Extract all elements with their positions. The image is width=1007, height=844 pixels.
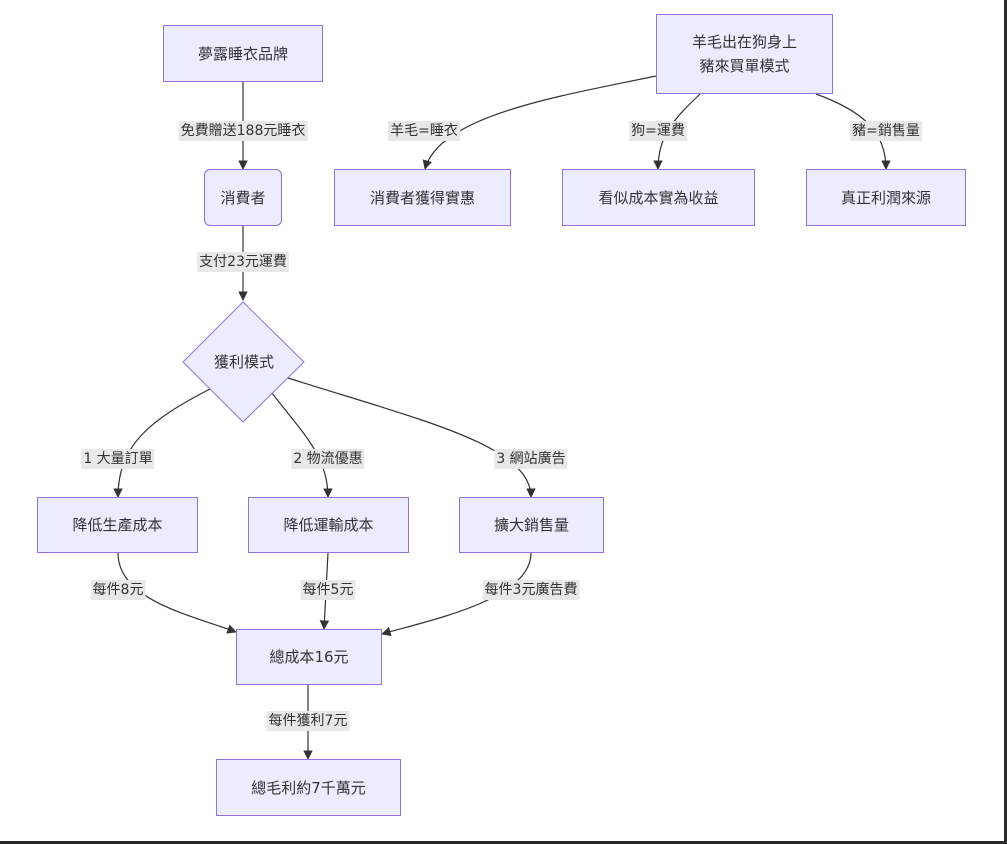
edge-model-transport	[271, 392, 333, 498]
consumer-benefit-node: 消費者獲得實惠	[334, 169, 511, 226]
brand-node-text: 夢露睡衣品牌	[197, 44, 288, 63]
edge-label-pig-sales: 豬=銷售量	[850, 121, 922, 141]
seeming-cost-text: 看似成本實為收益	[598, 188, 719, 207]
brand-node: 夢露睡衣品牌	[163, 25, 323, 82]
low-production-node: 降低生產成本	[37, 497, 198, 553]
consumer-node: 消費者	[204, 169, 282, 226]
decision-label: 獲利模式	[213, 352, 274, 371]
edge-sales-total	[381, 552, 532, 637]
edge-production-total	[117, 552, 237, 634]
edge-label-bulk-order: 1 大量訂單	[81, 449, 155, 469]
metaphor-node: 羊毛出在狗身上 豬來買單模式	[656, 14, 833, 94]
edge-label-per-profit-7: 每件獲利7元	[266, 711, 350, 731]
edge-label-free-gift: 免費贈送188元睡衣	[178, 121, 308, 141]
frame-border-right	[1004, 0, 1007, 844]
expand-sales-node: 擴大銷售量	[459, 497, 604, 553]
decision-diamond	[182, 301, 305, 423]
metaphor-line1: 羊毛出在狗身上	[691, 33, 797, 51]
frame-border-bottom	[0, 841, 1007, 844]
gross-profit-text: 總毛利約7千萬元	[251, 778, 366, 797]
edge-label-per-8: 每件8元	[90, 580, 146, 600]
edge-model-production	[113, 388, 211, 498]
edge-label-pay-shipping: 支付23元運費	[197, 252, 289, 272]
edge-label-per-3-ads: 每件3元廣告費	[482, 580, 580, 600]
consumer-benefit-text: 消費者獲得實惠	[369, 188, 475, 207]
consumer-node-text: 消費者	[220, 188, 266, 207]
gross-profit-node: 總毛利約7千萬元	[216, 759, 401, 816]
edge-metaphor-benefit	[422, 75, 657, 170]
seeming-cost-node: 看似成本實為收益	[562, 169, 755, 226]
total-cost-text: 總成本16元	[269, 648, 349, 666]
total-cost-node: 總成本16元	[236, 629, 382, 685]
edge-model-sales	[287, 377, 536, 498]
edge-label-web-ads: 3 網站廣告	[494, 449, 568, 469]
metaphor-line2: 豬來買單模式	[699, 57, 790, 75]
edge-label-logistics: 2 物流優惠	[291, 449, 365, 469]
expand-sales-text: 擴大銷售量	[493, 516, 569, 534]
edge-label-wool-pajama: 羊毛=睡衣	[388, 121, 460, 141]
real-profit-node: 真正利潤來源	[806, 169, 966, 226]
real-profit-text: 真正利潤來源	[840, 188, 931, 207]
edge-label-per-5: 每件5元	[300, 580, 356, 600]
low-transport-node: 降低運輸成本	[248, 497, 409, 553]
low-production-text: 降低生產成本	[72, 516, 163, 534]
edge-label-dog-shipping: 狗=運費	[629, 121, 687, 141]
low-transport-text: 降低運輸成本	[283, 516, 374, 534]
